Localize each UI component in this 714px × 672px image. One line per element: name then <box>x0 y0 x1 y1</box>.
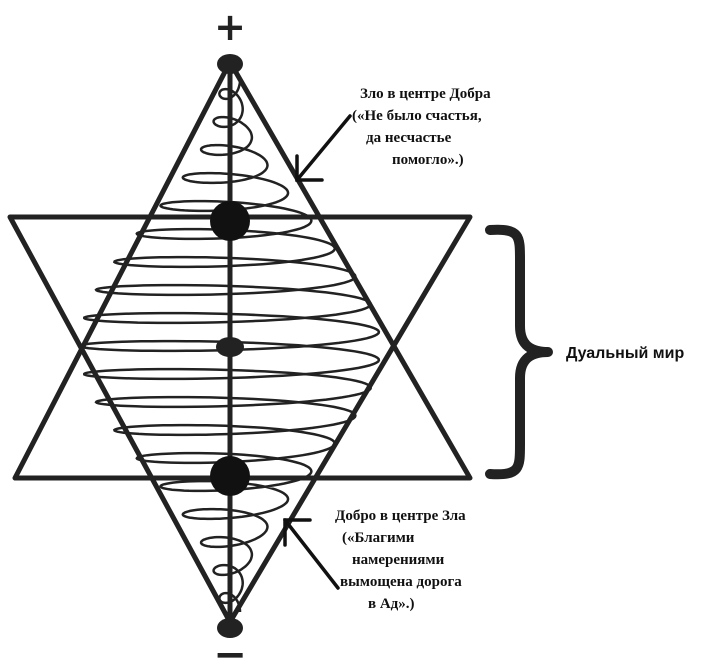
top-note-line: помогло».) <box>392 152 464 168</box>
top-note-line: да несчастье <box>366 130 452 146</box>
upper-center-node <box>210 201 250 241</box>
arrow-icon <box>285 520 338 588</box>
top-note: Зло в центре Добра («Не было счастья, да… <box>352 86 494 168</box>
dual-world-label: Дуальный мир <box>566 345 684 362</box>
top-pole-node <box>217 54 243 74</box>
curly-brace <box>490 230 548 475</box>
top-note-line: Зло в центре Добра <box>360 86 491 102</box>
arrow-icon <box>297 116 350 180</box>
bottom-note-line: намерениями <box>352 552 445 568</box>
bottom-note: Добро в центре Зла («Благими намерениями… <box>335 508 469 612</box>
lower-center-node <box>210 456 250 496</box>
middle-node <box>216 337 244 357</box>
minus-sign: − <box>213 632 247 672</box>
bottom-note-line: («Благими <box>342 530 415 546</box>
bottom-note-line: в Ад».) <box>368 596 415 612</box>
bottom-note-line: Добро в центре Зла <box>335 508 466 524</box>
plus-sign: + <box>214 5 246 49</box>
top-note-line: («Не было счастья, <box>352 108 482 124</box>
bottom-note-line: вымощена дорога <box>340 574 462 590</box>
